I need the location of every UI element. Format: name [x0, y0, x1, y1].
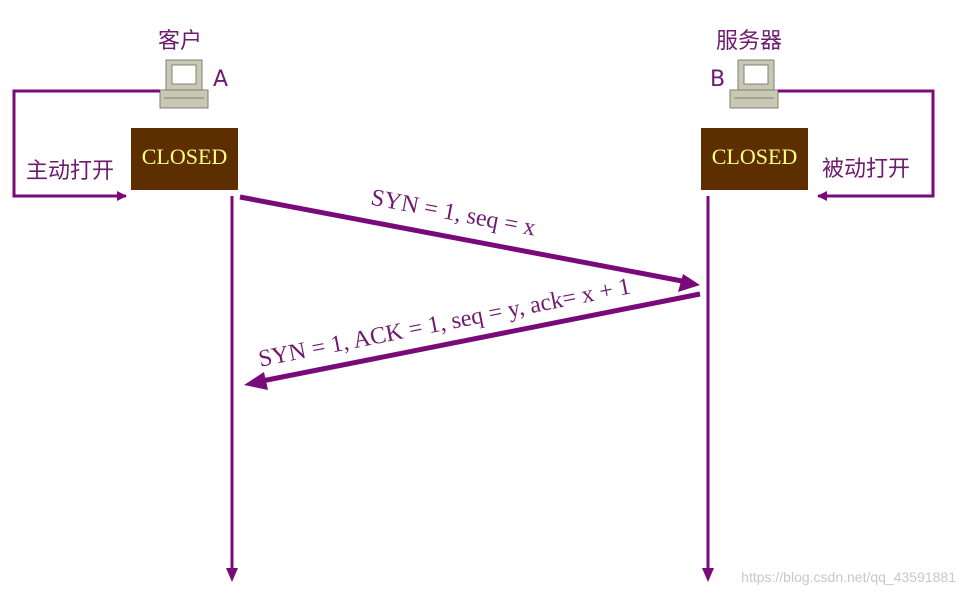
client-title: 客户: [158, 29, 202, 54]
syn-message-label: SYN = 1, seq = x: [369, 185, 538, 242]
syn-ack-arrow-head: [244, 372, 268, 390]
watermark-text: https://blog.csdn.net/qq_43591881: [741, 569, 956, 585]
syn-arrow-line: [239, 194, 683, 284]
syn-arrow-head: [678, 274, 700, 292]
client-state-label: CLOSED: [142, 144, 228, 169]
server-timeline-arrow: [702, 568, 714, 582]
client-active-open-loop: [12, 89, 160, 201]
client-action-label: 主动打开: [26, 159, 114, 184]
client-timeline-arrow: [226, 568, 238, 582]
server-state-label: CLOSED: [712, 144, 798, 169]
server-action-label: 被动打开: [822, 157, 910, 182]
server-passive-open-loop: [778, 89, 935, 201]
server-state-box: [701, 128, 808, 190]
server-title: 服务器: [716, 29, 782, 54]
client-state-box: [131, 128, 238, 190]
server-computer-icon: [729, 59, 779, 109]
client-node-label: A: [213, 67, 228, 92]
syn-ack-message-label: SYN = 1, ACK = 1, seq = y, ack= x + 1: [256, 274, 633, 373]
server-node-label: B: [710, 67, 725, 92]
client-computer-icon: [159, 59, 209, 109]
syn-ack-arrow-line: [261, 291, 701, 384]
